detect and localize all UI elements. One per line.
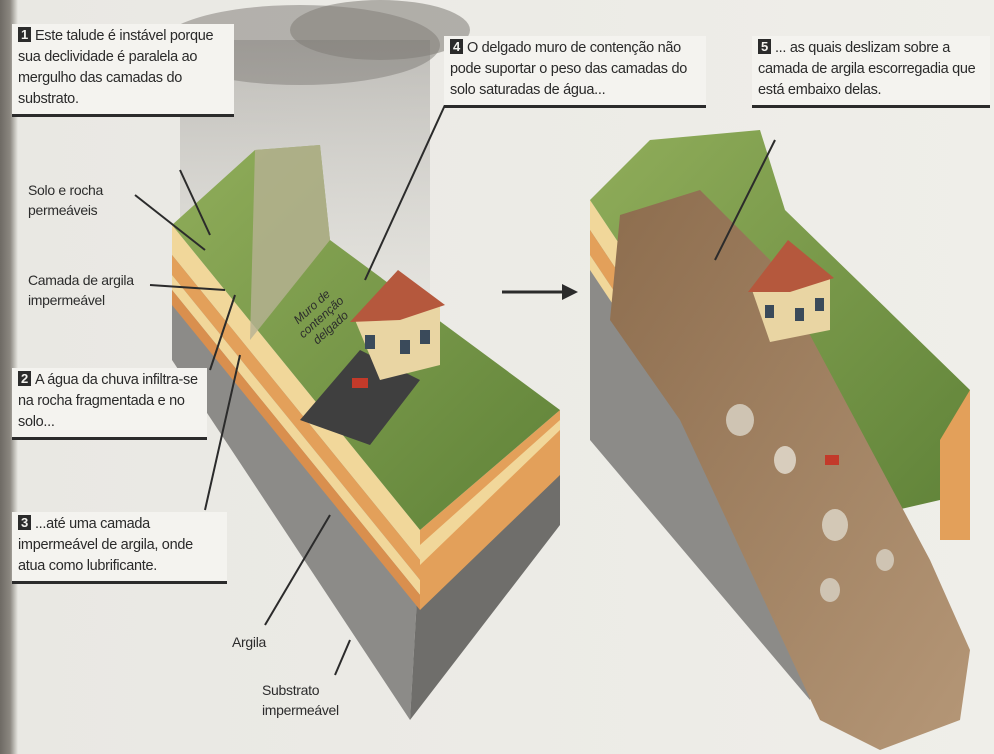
callout-5-text: ... as quais deslizam sobre a camada de … bbox=[758, 40, 975, 98]
landslide-block bbox=[590, 130, 970, 750]
callout-2-text: A água da chuva infiltra-se na rocha fra… bbox=[18, 372, 198, 430]
callout-4-number: 4 bbox=[450, 39, 463, 54]
car-right bbox=[825, 455, 839, 465]
label-substrato: Substrato impermeável bbox=[262, 680, 362, 720]
arrow-right-icon bbox=[500, 280, 580, 304]
car-left bbox=[352, 378, 368, 388]
callout-3-number: 3 bbox=[18, 515, 31, 530]
callout-5: 5... as quais deslizam sobre a camada de… bbox=[752, 36, 990, 108]
callout-5-number: 5 bbox=[758, 39, 771, 54]
callout-4-text: O delgado muro de contenção não pode sup… bbox=[450, 40, 687, 98]
label-solo-rocha: Solo e rocha permeáveis bbox=[28, 180, 138, 220]
callout-3-text: ...até uma camada impermeável de argila,… bbox=[18, 516, 193, 574]
callout-2-number: 2 bbox=[18, 371, 31, 386]
callout-1-text: Este talude é instável porque sua decliv… bbox=[18, 28, 213, 107]
label-argila: Argila bbox=[232, 632, 292, 652]
callout-3: 3...até uma camada impermeável de argila… bbox=[12, 512, 227, 584]
label-camada-argila: Camada de argila impermeável bbox=[28, 270, 148, 310]
callout-1-number: 1 bbox=[18, 27, 31, 42]
